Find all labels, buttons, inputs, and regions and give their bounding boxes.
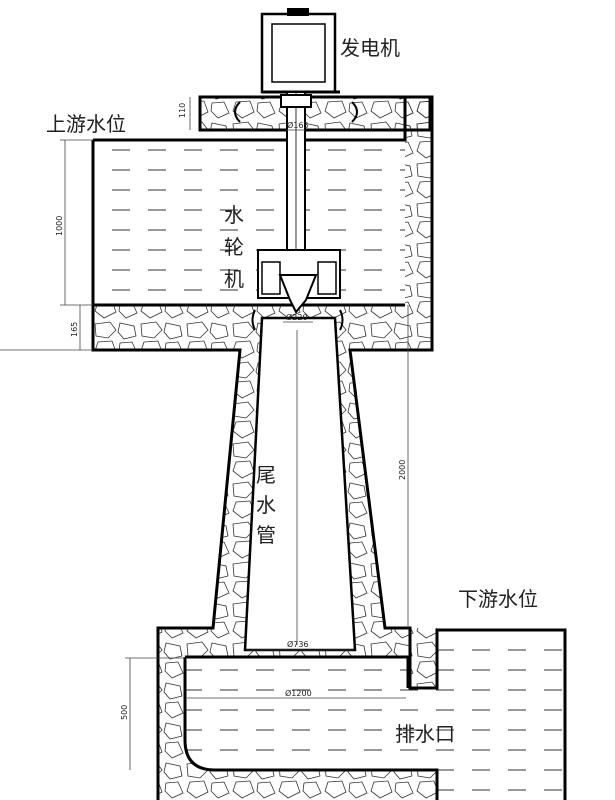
turbine-label-2: 轮 — [224, 235, 244, 259]
dim-upper-water-depth: 1000 — [55, 216, 64, 236]
dim-outlet-width: Ø1200 — [285, 688, 312, 698]
outlet-label: 排水口 — [395, 722, 455, 746]
structure-outline — [91, 95, 567, 800]
downstream-level-label: 下游水位 — [458, 587, 538, 611]
draft-tube-label-1: 尾 — [256, 463, 276, 487]
draft-tube-label-3: 管 — [256, 523, 276, 547]
generator-label: 发电机 — [340, 36, 400, 60]
turbine — [234, 101, 358, 331]
turbine-label-1: 水 — [224, 203, 244, 227]
draft-tube — [243, 316, 357, 652]
generator — [260, 8, 340, 94]
dim-shaft-diameter: Ø165 — [287, 120, 309, 130]
dim-upper-floor: 165 — [70, 322, 79, 337]
dim-draft-tube-outlet: Ø736 — [287, 639, 309, 649]
dimension-lines — [0, 97, 409, 770]
dim-outlet-depth: 500 — [120, 705, 129, 720]
turbine-label-3: 机 — [224, 267, 244, 291]
dim-draft-tube-length: 2000 — [398, 460, 407, 480]
draft-tube-label-2: 水 — [256, 493, 276, 517]
dim-inlet-diameter: Ø220 — [286, 312, 308, 322]
upstream-level-label: 上游水位 — [46, 112, 126, 136]
dim-slab-height: 110 — [178, 103, 187, 118]
